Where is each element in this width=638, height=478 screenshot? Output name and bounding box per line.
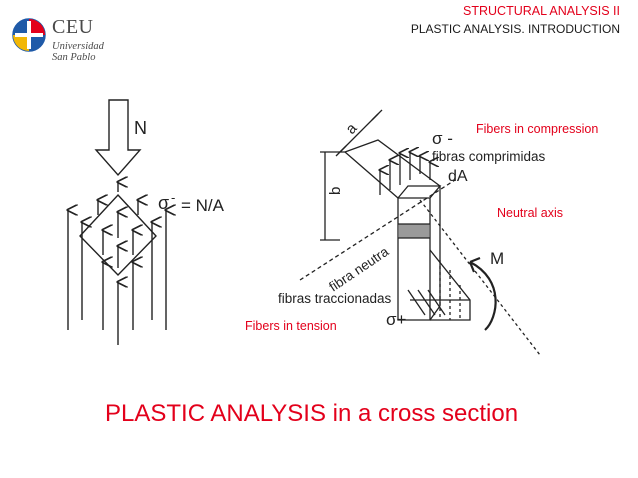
moment-label: M [490,249,504,268]
stress-formula: = N/A [181,196,225,215]
slide-title: PLASTIC ANALYSIS in a cross section [105,400,519,427]
logo-line-2: San Pablo [52,52,96,63]
logo-line-1: Universidad [52,41,104,52]
moment-arc-icon [469,261,497,331]
fibras-comprimidas-label: fibras comprimidas [432,149,546,164]
dimension-a: a [342,120,361,138]
dA-label: dA [448,168,468,185]
diamond-block [79,193,157,277]
logo-name: CEU [52,16,94,38]
bending-section-figure [299,109,541,356]
axial-force-label: N [134,118,147,138]
fibras-traccionadas-label: fibras traccionadas [278,291,392,306]
callout-tension: Fibers in tension [245,319,337,333]
sigma-compression-label: σ - [432,129,453,148]
axial-force-arrow-icon [94,99,142,177]
ceu-emblem-icon [12,18,46,52]
sigma-tension-label: σ+ [386,310,406,329]
fibra-neutra-label: fibra neutra [326,244,391,295]
axial-load-figure [68,99,166,345]
stress-sign: σ [158,193,169,213]
ceu-logo: CEU Universidad San Pablo [12,14,122,70]
callout-compression: Fibers in compression [476,122,599,136]
header-title: STRUCTURAL ANALYSIS II [463,4,620,18]
stress-super: - [171,190,175,205]
callout-neutral-axis: Neutral axis [497,206,563,220]
header-subtitle: PLASTIC ANALYSIS. INTRODUCTION [410,22,620,36]
dimension-b: b [327,187,344,195]
